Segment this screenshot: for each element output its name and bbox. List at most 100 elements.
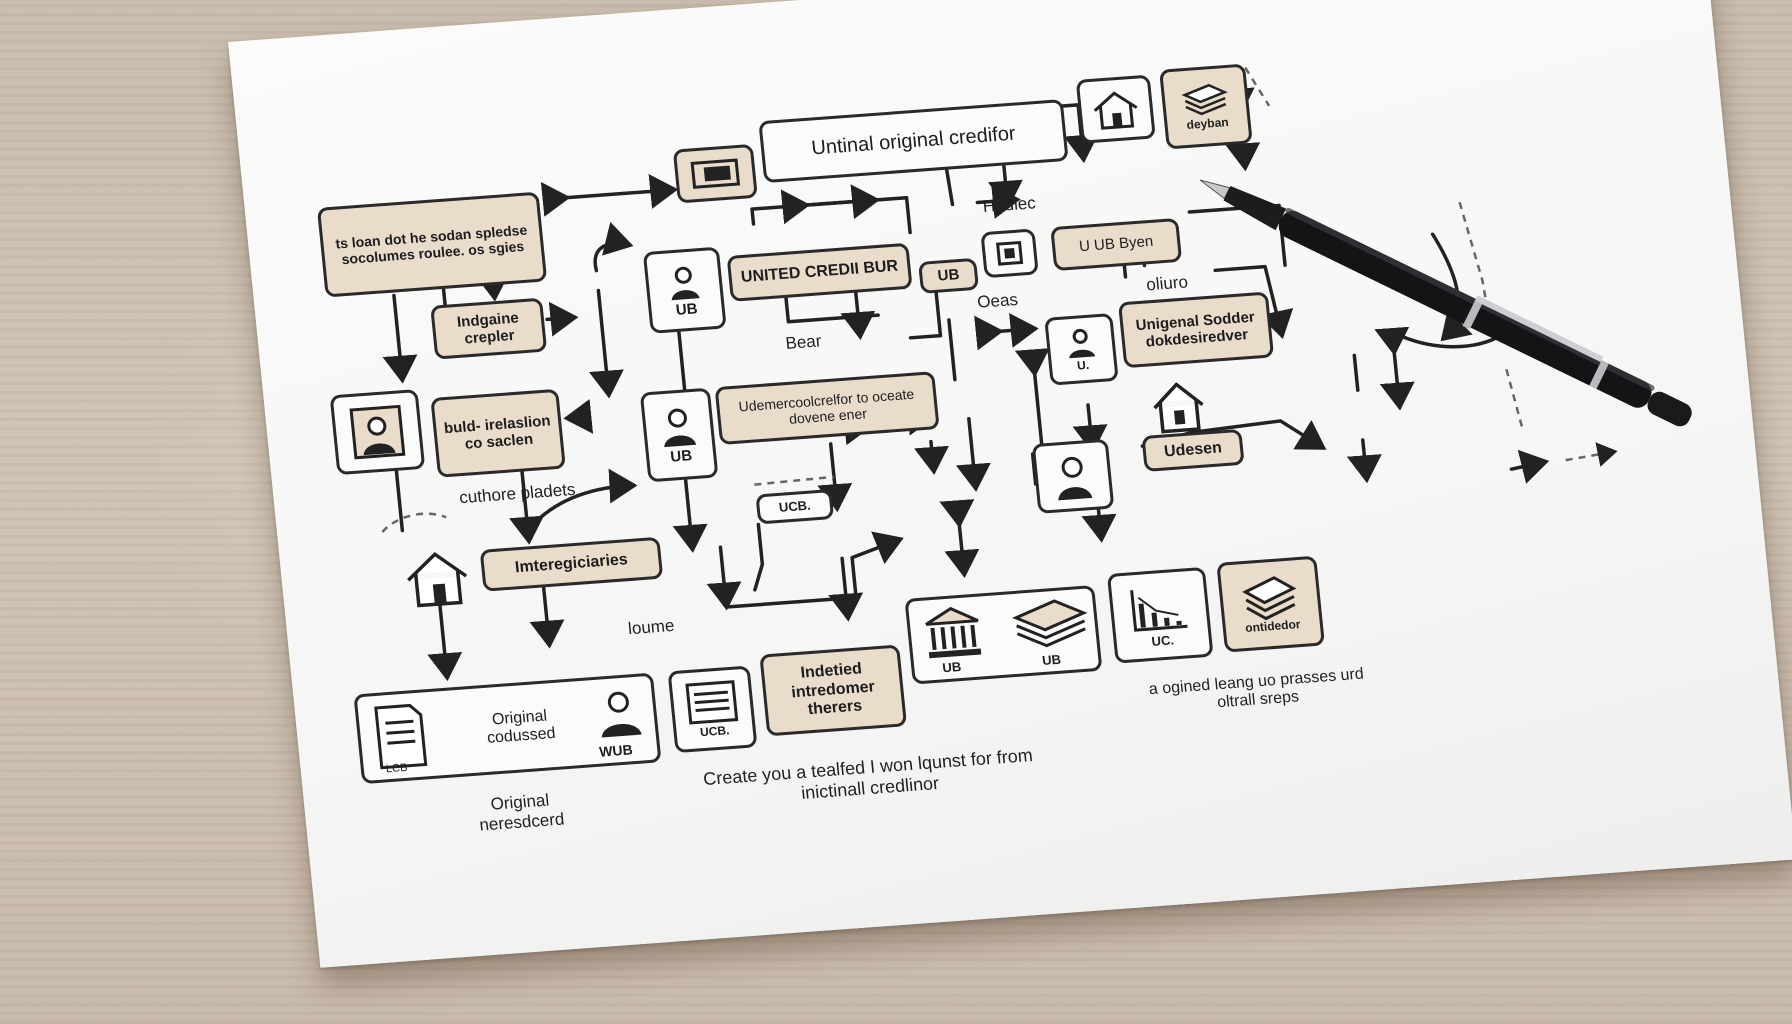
arrow [780, 184, 881, 225]
money-stack-icon [1181, 84, 1228, 116]
person-card-u: U. [1044, 312, 1119, 386]
top-small-box [672, 143, 758, 204]
money-card: deyban [1159, 63, 1253, 150]
indgaine-box: Indgaine crepler [430, 297, 548, 360]
bank-icon [925, 606, 982, 659]
list-document-icon [685, 680, 739, 725]
document-icon [995, 240, 1024, 266]
dashed-arrow [1565, 442, 1618, 467]
indetied-label: Indetied intredomer therers [790, 660, 876, 719]
indgaine-label: Indgaine crepler [456, 309, 520, 348]
arrow [975, 183, 1021, 219]
arrow [419, 577, 463, 682]
arrow [529, 583, 565, 649]
arrow [509, 469, 545, 545]
center-note: Udemercoolcrelfor to oceate dovene ener [737, 385, 915, 427]
dashed-arrow [754, 475, 835, 486]
arrow [1346, 438, 1382, 484]
oeas-label: Oeas [976, 289, 1019, 312]
ub-pill: UB [918, 257, 980, 294]
loume-label: loume [627, 615, 676, 639]
arrow [724, 531, 904, 609]
u-badge: U. [1076, 357, 1090, 373]
person-icon [671, 267, 700, 301]
money-stack-icon [1242, 576, 1297, 621]
buld-relation-label: buld- irelaslion co saclen [443, 412, 552, 453]
arrow [1213, 264, 1294, 340]
arrow [974, 313, 1039, 351]
ub-badge-money: UB [1041, 651, 1062, 668]
arrow [540, 174, 679, 217]
dashed-arrow [381, 512, 447, 533]
top-title: Untinal original credifor [810, 122, 1017, 160]
document-icon [374, 703, 428, 770]
original-codussed-group: LCB Original codussed WUB [353, 672, 662, 785]
arrow [817, 442, 853, 513]
ub-pill-label: UB [936, 266, 961, 285]
indetied-box: Indetied intredomer therers [759, 644, 908, 737]
arrow [1374, 326, 1415, 411]
diagram-sheet: Untinal original credifor deyban ts loan… [228, 0, 1792, 968]
bank-money-group: UB UB [904, 585, 1103, 685]
arrow [535, 468, 638, 523]
folder-icon [690, 158, 741, 189]
small-doc-card [980, 228, 1039, 279]
ub-byen-box: U UB Byen [1050, 217, 1183, 272]
person-icon [664, 408, 697, 448]
person-icon [1069, 328, 1096, 359]
ub-badge: UB [675, 300, 699, 320]
unigenal-box: Unigenal Sodder dokdesiredver [1117, 291, 1275, 369]
wub-badge: WUB [598, 741, 634, 760]
left-note-box: ts loan dot he sodan spledse socolumes r… [316, 191, 548, 298]
bear-label: Bear [784, 331, 823, 353]
original-neresdcerd-label: Original neresdcerd [464, 789, 578, 837]
arrow [828, 556, 864, 622]
arrow [382, 293, 418, 384]
original-codussed-label: Original codussed [486, 707, 557, 748]
dashed-arrow [1505, 368, 1524, 429]
ub-byen-label: U UB Byen [1078, 233, 1155, 256]
arrow [1014, 348, 1050, 456]
arrow [1187, 203, 1287, 267]
hedlec-label: Hedlec [981, 193, 1037, 217]
card-pill: UCB. [755, 489, 835, 525]
arrow [908, 274, 943, 340]
arrow [840, 289, 876, 340]
ub-badge: UB [669, 447, 693, 467]
arrow [1081, 507, 1117, 543]
left-note: ts loan dot he sodan spledse socolumes r… [334, 221, 528, 268]
intermediaries-label: Imteregiciaries [514, 550, 629, 577]
united-credit-label: UNITED CREDII BUR [740, 257, 899, 286]
udesen-box: Udesen [1141, 428, 1245, 472]
udesen-label: Udesen [1163, 439, 1223, 461]
arrow [939, 499, 980, 578]
buld-relation-box: buld- irelaslion co saclen [430, 388, 566, 478]
person-icon [349, 404, 406, 460]
arrow [955, 417, 991, 492]
arrow [1509, 449, 1550, 484]
oliuro-label: oliuro [1145, 272, 1189, 295]
arrow [593, 221, 634, 273]
person-card-mid [1031, 438, 1115, 514]
house-card [1075, 74, 1156, 144]
lcb-badge: LCB [385, 761, 408, 776]
arrow [706, 545, 742, 611]
ontidedor-label: ontidedor [1244, 617, 1302, 636]
ontidedor-card: ontidedor [1216, 555, 1325, 653]
deyban-label: deyban [1185, 115, 1230, 133]
person-icon [601, 691, 642, 738]
house-icon [1093, 91, 1138, 130]
arrow [563, 398, 594, 434]
arrow [753, 522, 765, 592]
arrow [588, 288, 624, 399]
ucb-badge-bottom: UCB. [699, 723, 731, 740]
person-icon [1058, 456, 1093, 501]
dashed-arrow [1244, 66, 1271, 107]
original-neresdcerd-text: Original neresdcerd [478, 790, 566, 835]
chart-icon [1130, 589, 1188, 632]
list-document-card: UCB. [667, 665, 758, 754]
arrow [545, 301, 579, 337]
ub-person-card: UB [642, 246, 727, 334]
unigenal-label: Unigenal Sodder dokdesiredver [1134, 308, 1256, 351]
ub-badge-bank: UB [941, 659, 962, 676]
